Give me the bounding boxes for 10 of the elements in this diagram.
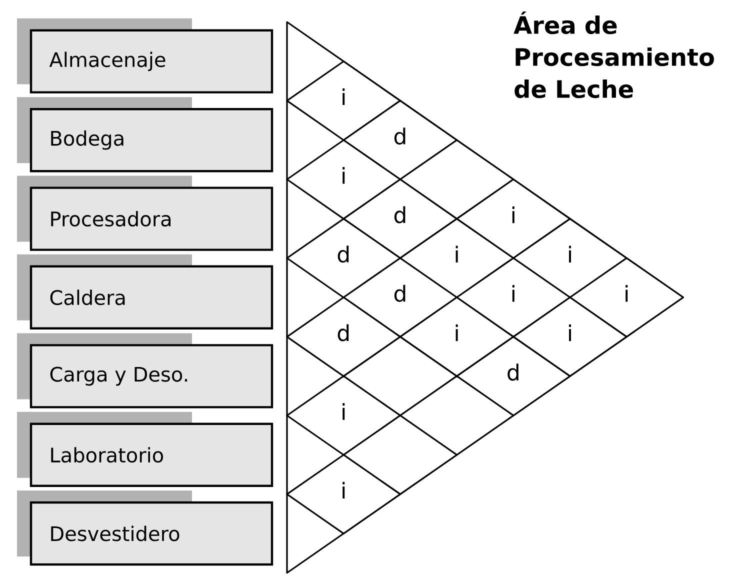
area-box: Desvestidero: [17, 490, 274, 566]
relation-cell: i: [286, 375, 401, 456]
area-box: Laboratorio: [17, 412, 274, 487]
area-box: Carga y Deso.: [17, 333, 274, 408]
area-box: Almacenaje: [17, 18, 274, 94]
area-box: Procesadora: [17, 176, 274, 251]
relation-cell: i: [286, 454, 401, 534]
area-box: Bodega: [17, 97, 274, 172]
title: Área de Procesamiento de Leche: [514, 12, 714, 98]
area-box: Caldera: [17, 254, 274, 330]
